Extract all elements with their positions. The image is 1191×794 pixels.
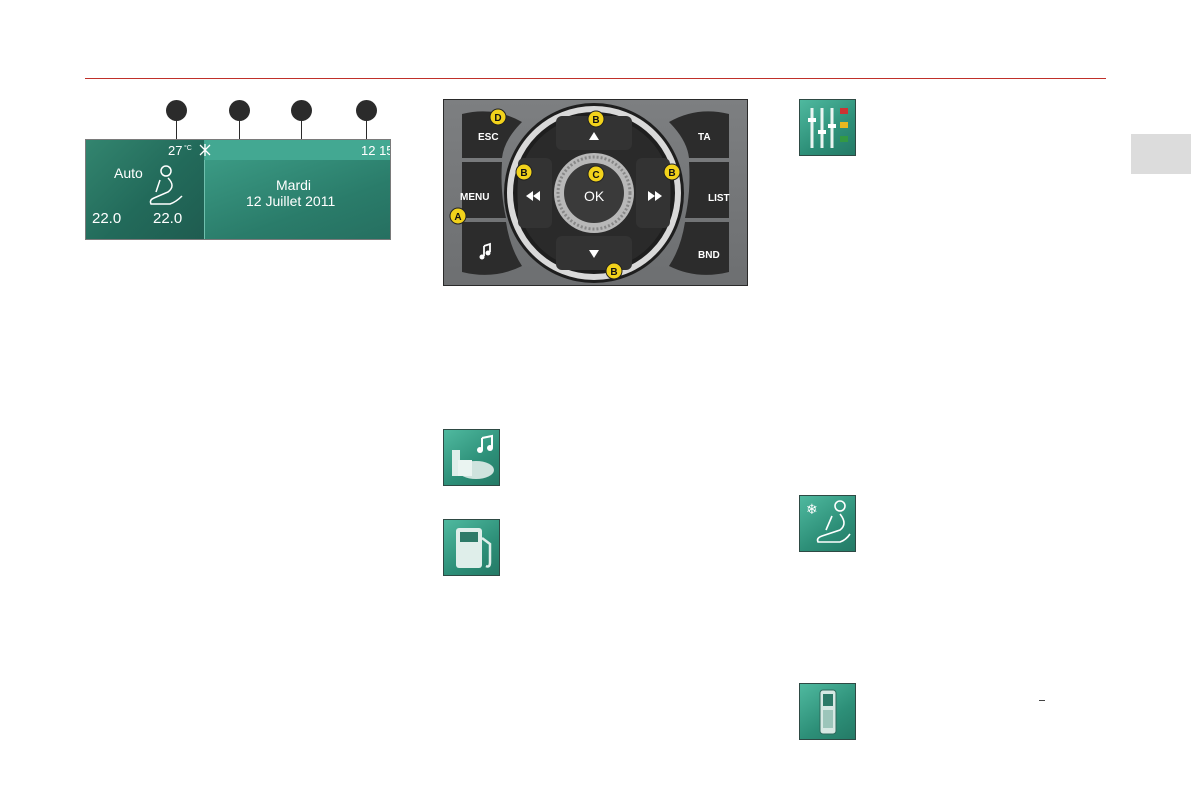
temperature-left: 22.0 [92, 210, 122, 227]
stray-mark [1039, 700, 1045, 701]
callout-badge-b [663, 163, 681, 181]
fuel-tile [443, 519, 500, 576]
music-button [462, 222, 522, 275]
chapter-tab [1131, 134, 1191, 174]
callout-letter-d: D [494, 113, 501, 124]
seat-icon [149, 165, 183, 205]
control-panel-photo: ESC MENU TA LIST BND OK A B B B B C D [443, 99, 748, 286]
bnd-label: BND [698, 250, 720, 261]
callout-letter-c: C [592, 170, 599, 181]
fast-forward-icon [655, 191, 662, 201]
callout-badges: A B B B B C D [449, 108, 681, 280]
music-note-icon [483, 242, 491, 256]
menu-button [462, 162, 506, 218]
temperature-unit: °C [184, 145, 192, 152]
audio-telematics-tile [443, 429, 500, 486]
leader-line [366, 121, 367, 145]
menu-label: MENU [460, 192, 489, 203]
callout-letter-b: B [610, 267, 617, 278]
up-arrow-icon [589, 132, 599, 140]
rewind-icon [526, 191, 533, 201]
callout-1 [166, 100, 187, 121]
callout-badge-a [449, 207, 467, 225]
callout-2 [229, 100, 250, 121]
display-settings-icon [808, 108, 848, 148]
ta-label: TA [698, 132, 711, 143]
callout-badge-d [489, 108, 507, 126]
temperature-right: 22.0 [153, 210, 183, 227]
callout-letter-b: B [668, 168, 675, 179]
callout-letter-a: A [454, 212, 461, 223]
list-label: LIST [708, 193, 730, 204]
callout-3 [291, 100, 312, 121]
alert-icon [199, 144, 211, 156]
audio-telematics-icon [452, 434, 494, 479]
next-key [636, 158, 670, 228]
climate-panel [86, 140, 204, 239]
list-button [685, 162, 729, 218]
leader-line [176, 121, 177, 144]
bnd-button [669, 222, 729, 275]
down-arrow-icon [589, 250, 599, 258]
callout-badge-b [515, 163, 533, 181]
fuel-pump-icon [456, 528, 492, 568]
air-conditioning-seat-icon: ❄ [806, 500, 851, 543]
ta-button [669, 111, 729, 158]
display-settings-tile [799, 99, 856, 156]
status-bar [204, 140, 390, 160]
callout-4 [356, 100, 377, 121]
ok-button [564, 163, 624, 223]
callout-badge-c [587, 165, 605, 183]
mobile-phone-icon [819, 689, 837, 735]
date-label: 12 Juillet 2011 [246, 193, 336, 209]
callout-badge-b [605, 262, 623, 280]
multifunction-display: 27 °C 12 15 Auto 22.0 22.0 Mardi 12 Juil… [85, 139, 391, 240]
ok-label: OK [584, 188, 605, 204]
svg-text:❄: ❄ [806, 502, 818, 518]
day-label: Mardi [276, 177, 312, 193]
esc-label: ESC [478, 132, 499, 143]
clock: 12 15 [361, 143, 391, 158]
date-panel [204, 160, 390, 239]
esc-button [462, 111, 522, 158]
outside-temperature: 27 [168, 143, 183, 158]
header-rule [85, 78, 1106, 79]
callout-letter-b: B [520, 168, 527, 179]
air-conditioning-tile: ❄ [799, 495, 856, 552]
telephone-tile [799, 683, 856, 740]
callout-letter-b: B [592, 115, 599, 126]
callout-badge-b [587, 110, 605, 128]
climate-mode: Auto [114, 165, 143, 181]
